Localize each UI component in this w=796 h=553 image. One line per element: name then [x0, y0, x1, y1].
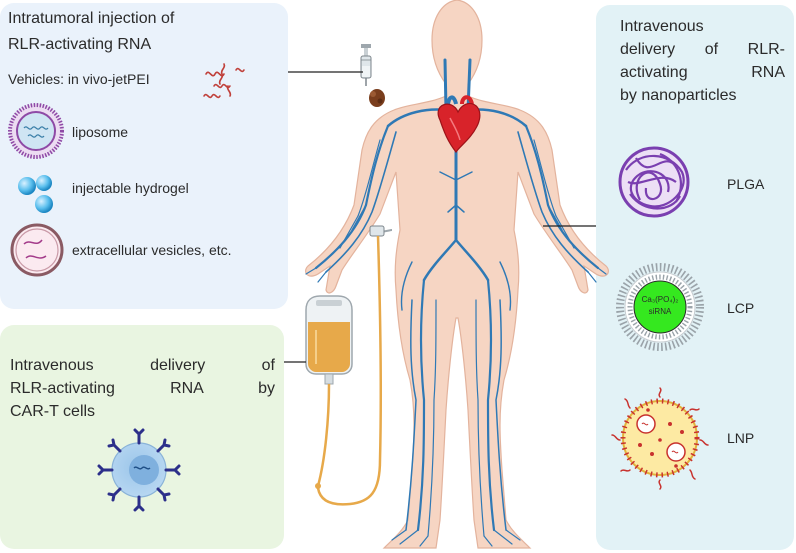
vehicles-label: Vehicles: in vivo-jetPEI — [8, 71, 150, 87]
nano-title-line1: Intravenous — [620, 18, 704, 35]
iv-bag-icon — [305, 295, 353, 487]
lcp-label: LCP — [727, 300, 755, 316]
iv-tube — [315, 225, 393, 506]
lnp-nanoparticle-icon — [611, 387, 709, 490]
plga-label: PLGA — [727, 176, 765, 192]
heart-icon — [437, 95, 481, 154]
connector-lines — [284, 71, 596, 363]
cart-title-line1: Intravenous delivery of — [10, 357, 275, 374]
intratumoral-title-line1: Intratumoral injection of — [8, 10, 175, 27]
extracellular-vesicle-icon — [10, 223, 64, 277]
nano-title-line2: delivery of RLR- — [620, 41, 785, 58]
liposome-label: liposome — [72, 124, 129, 140]
lnp-label: LNP — [727, 430, 755, 446]
extracellular-vesicles-label: extracellular vesicles, etc. — [72, 242, 232, 258]
syringe-icon — [360, 44, 372, 86]
blood-vessels — [305, 58, 607, 547]
hydrogel-label: injectable hydrogel — [72, 180, 189, 196]
tumor-icon — [369, 89, 385, 107]
nano-title-line3: activating RNA — [620, 64, 785, 81]
human-body — [305, 0, 609, 549]
liposome-icon — [8, 103, 64, 159]
rna-strands-icon — [203, 63, 245, 99]
plga-nanoparticle-icon — [618, 146, 690, 218]
lcp-nanoparticle-icon — [616, 263, 704, 351]
cart-title-line3: CAR-T cells — [10, 403, 96, 420]
body-silhouette — [305, 0, 609, 549]
panel-cart-cell-delivery — [0, 325, 284, 549]
cart-title-line2: RLR-activating RNA by — [10, 380, 275, 397]
car-t-cell-icon — [97, 428, 181, 512]
nano-title-line4: by nanoparticles — [620, 87, 737, 104]
lcp-core-label-2: siRNA — [648, 307, 672, 316]
hydrogel-icon — [18, 175, 53, 213]
lcp-core-label-1: Ca₃(PO₄)₂ — [641, 295, 679, 304]
intratumoral-title-line2: RLR-activating RNA — [8, 36, 152, 53]
